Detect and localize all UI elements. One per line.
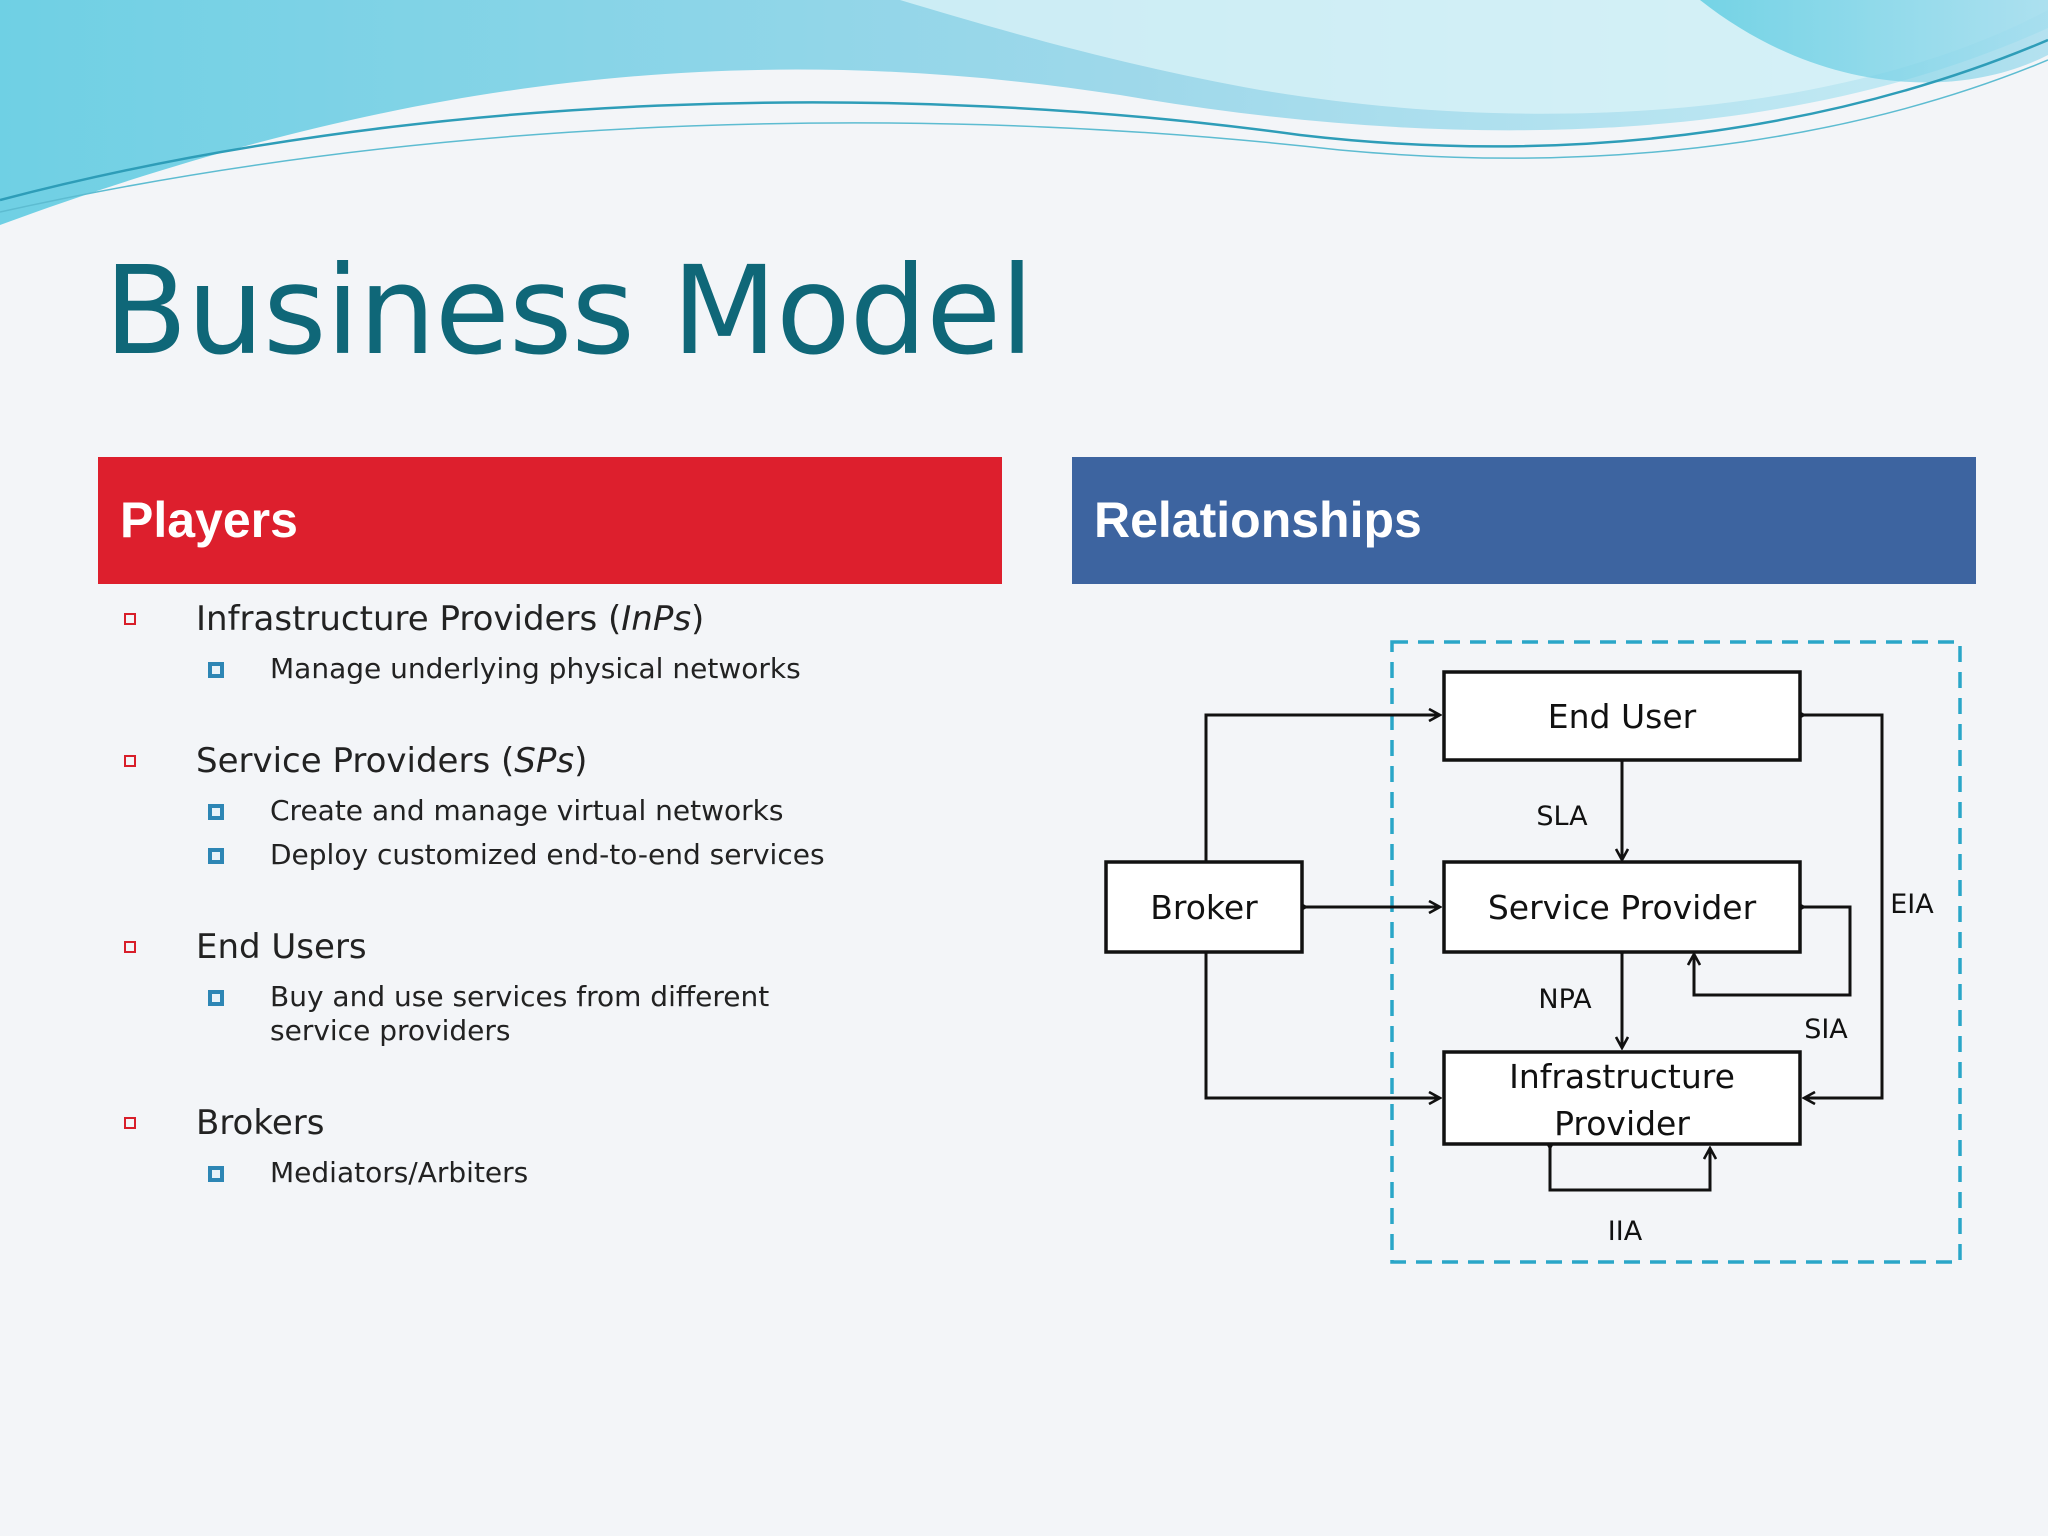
player-brokers: Brokers Mediators/Arbiters (118, 1098, 1018, 1190)
player-sub-item: Mediators/Arbiters (270, 1156, 529, 1189)
player-service-providers: Service Providers (SPs) Create and manag… (118, 736, 1018, 872)
player-abbr: InPs (621, 599, 692, 639)
relationships-header: Relationships (1072, 457, 1976, 584)
player-sub-item: Buy and use services from different serv… (270, 980, 770, 1047)
square-bullet-icon (124, 1117, 136, 1129)
square-sub-bullet-icon (208, 848, 224, 864)
player-label: Infrastructure Providers (196, 599, 598, 639)
square-sub-bullet-icon (208, 1166, 224, 1182)
square-sub-bullet-icon (208, 804, 224, 820)
player-label: Service Providers (196, 741, 491, 781)
connector-sia (1694, 907, 1852, 997)
relationships-diagram: End User Service Provider Broker Infrast… (1104, 640, 1962, 1264)
connector-broker-infraprovider (1206, 952, 1440, 1098)
label-npa: NPA (1538, 984, 1592, 1015)
connector-iia (1550, 1148, 1710, 1192)
square-sub-bullet-icon (208, 662, 224, 678)
player-sub-item: Manage underlying physical networks (270, 652, 801, 685)
square-bullet-icon (124, 613, 136, 625)
player-sub-item: Deploy customized end-to-end services (270, 838, 825, 871)
label-iia: IIA (1608, 1216, 1643, 1247)
node-label: End User (1548, 697, 1697, 736)
node-end-user: End User (1442, 670, 1802, 762)
connector-broker-enduser (1206, 715, 1440, 862)
player-label: End Users (196, 927, 367, 967)
players-list: Infrastructure Providers (InPs) Manage u… (118, 594, 1018, 1240)
label-sia: SIA (1804, 1014, 1848, 1045)
wave-decoration (0, 0, 2048, 225)
node-service-provider: Service Provider (1442, 860, 1802, 954)
square-bullet-icon (124, 755, 136, 767)
slide-title: Business Model (104, 240, 1034, 382)
label-sla: SLA (1536, 801, 1588, 832)
player-infrastructure-providers: Infrastructure Providers (InPs) Manage u… (118, 594, 1018, 686)
square-bullet-icon (124, 941, 136, 953)
connector-eia (1804, 715, 1884, 1098)
player-end-users: End Users Buy and use services from diff… (118, 922, 1018, 1048)
players-header: Players (98, 457, 1002, 584)
node-infrastructure-provider: Infrastructure Provider (1442, 1050, 1802, 1146)
node-label: Broker (1150, 888, 1258, 927)
node-label: Provider (1554, 1104, 1690, 1143)
node-label: Infrastructure (1509, 1057, 1735, 1096)
square-sub-bullet-icon (208, 990, 224, 1006)
node-broker: Broker (1104, 860, 1304, 954)
player-sub-item: Create and manage virtual networks (270, 794, 784, 827)
player-label: Brokers (196, 1103, 325, 1143)
player-abbr: SPs (514, 741, 575, 781)
label-eia: EIA (1890, 889, 1934, 920)
node-label: Service Provider (1488, 888, 1757, 927)
